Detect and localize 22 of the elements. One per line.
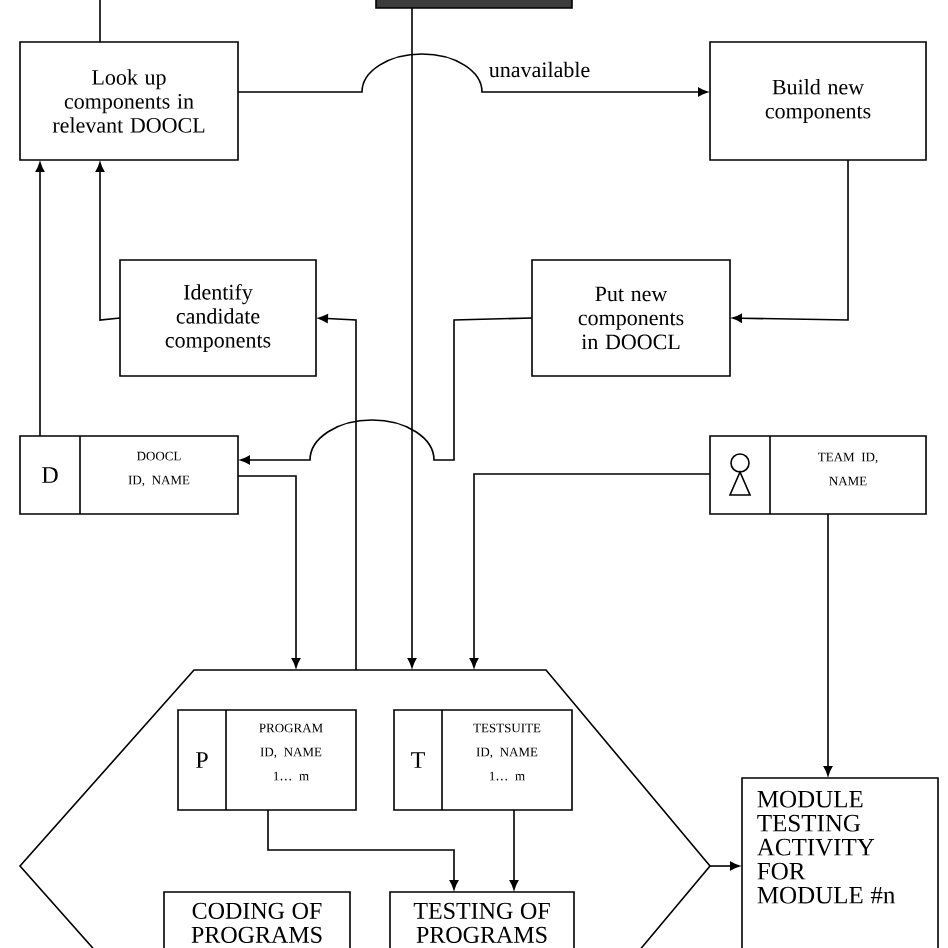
arrow: [407, 7, 417, 668]
arrow: [237, 53, 708, 97]
arrow: [35, 162, 45, 437]
process-box: Build new components: [709, 41, 927, 161]
process-box: TESTING OF PROGRAMS: [389, 891, 575, 948]
arrow: [237, 475, 301, 668]
arrow: [823, 513, 833, 776]
process-box: CODING OF PROGRAMS: [163, 891, 351, 948]
process-box: Look up components in relevant DOOCL: [19, 41, 239, 161]
arrow: [318, 314, 357, 671]
activity-box: MODULE TESTING ACTIVITY FOR MODULE #n: [741, 777, 939, 948]
arrow: [240, 317, 533, 465]
arrow: [709, 861, 740, 871]
header-bar: [375, 0, 573, 9]
process-box: Identify candidate components: [119, 259, 317, 377]
arrow: [95, 162, 121, 321]
arrow: [267, 809, 459, 890]
process-box: Put new components in DOOCL: [531, 259, 731, 377]
arrow: [732, 159, 849, 323]
arrow: [469, 473, 711, 668]
arrow: [509, 809, 519, 890]
edge-label: unavailable: [486, 59, 593, 80]
